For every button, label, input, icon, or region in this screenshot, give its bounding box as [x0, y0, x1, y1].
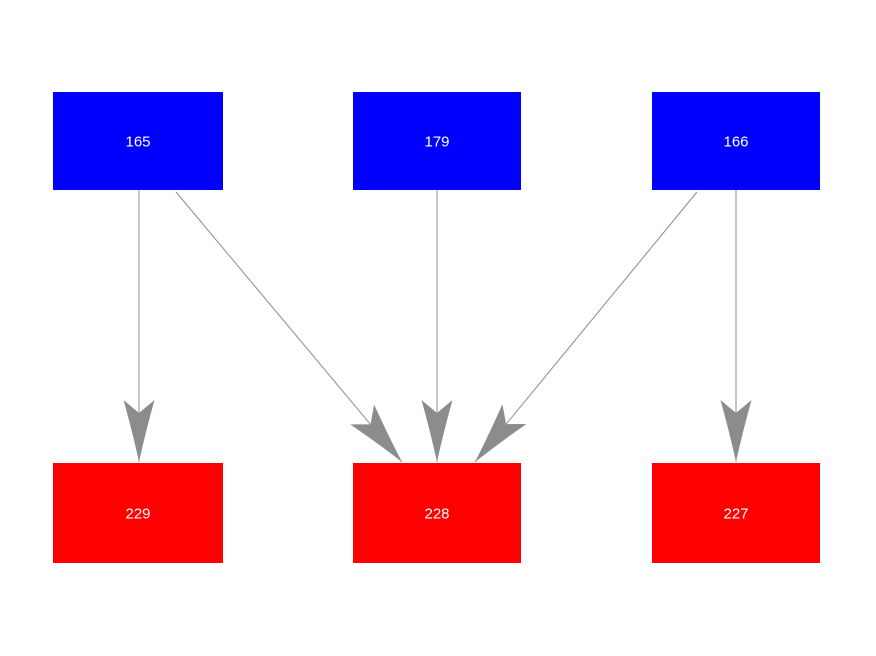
node-165-label: 165 — [125, 133, 150, 150]
edge-165-229 — [123, 190, 155, 462]
node-165-box — [53, 92, 223, 190]
node-179-box — [353, 92, 521, 190]
edge-165-228-arrowhead-icon — [350, 404, 402, 462]
node-227-box — [652, 463, 820, 563]
node-165: 165 — [53, 92, 223, 190]
edge-165-228-line — [175, 191, 403, 463]
edge-166-227-arrowhead-icon — [720, 400, 752, 462]
node-179-label: 179 — [424, 133, 449, 150]
edge-165-229-arrowhead-icon — [123, 400, 155, 462]
node-227: 227 — [652, 463, 820, 563]
edge-165-228 — [175, 191, 403, 463]
edge-179-228 — [421, 190, 453, 462]
node-166-box — [652, 92, 820, 190]
node-179: 179 — [353, 92, 521, 190]
edge-166-228-line — [474, 191, 698, 463]
node-228-label: 228 — [424, 505, 449, 522]
edge-166-228 — [474, 191, 698, 463]
node-228-box — [353, 463, 521, 563]
node-227-label: 227 — [723, 505, 748, 522]
node-166-label: 166 — [723, 133, 748, 150]
edge-166-227 — [720, 190, 752, 462]
node-228: 228 — [353, 463, 521, 563]
node-229-box — [53, 463, 223, 563]
edge-179-228-arrowhead-icon — [421, 400, 453, 462]
node-229: 229 — [53, 463, 223, 563]
edge-166-228-arrowhead-icon — [475, 404, 527, 462]
node-229-label: 229 — [125, 505, 150, 522]
node-166: 166 — [652, 92, 820, 190]
